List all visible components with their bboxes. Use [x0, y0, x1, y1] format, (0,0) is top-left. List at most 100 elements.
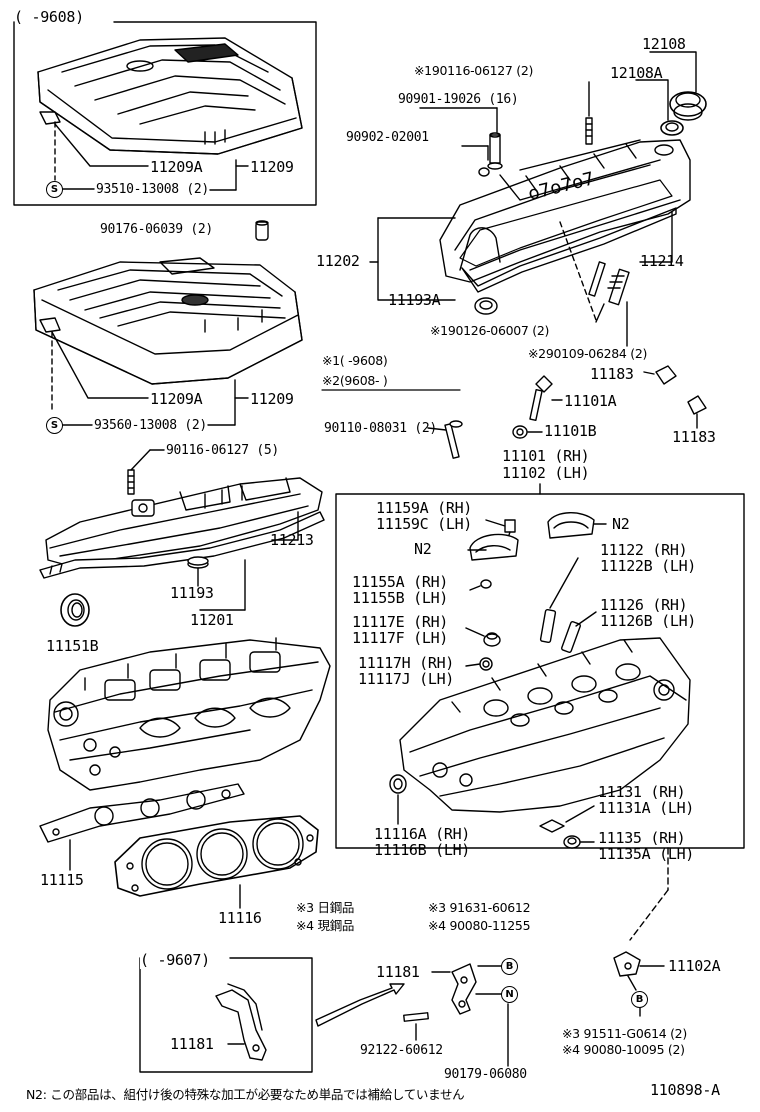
part-11193: 11193: [170, 584, 214, 602]
part-11155A: 11155A (RH): [352, 573, 449, 591]
part-11213: 11213: [270, 531, 314, 549]
box-top-range: ( -9608): [14, 8, 84, 26]
bracket-11102A: [613, 951, 641, 977]
part-12108: 12108: [642, 35, 686, 53]
part-90116-5: 90116-06127 (5): [166, 443, 279, 458]
part-11122: 11122 (RH): [600, 541, 688, 559]
valve-keepers-11183: [655, 365, 707, 415]
part-11181-a: 11181: [376, 963, 420, 981]
valve-parts: [469, 512, 595, 671]
engine-hanger-11181: [403, 963, 477, 1022]
part-11201: 11201: [190, 611, 234, 629]
part-11155B: 11155B (LH): [352, 589, 449, 607]
box-cylinder-head-rh: [335, 493, 745, 849]
oil-seal-11151B: [60, 593, 90, 627]
part-11151B: 11151B: [46, 637, 99, 655]
part-11126: 11126 (RH): [600, 596, 688, 614]
part-n2-b: N2: [414, 540, 432, 558]
part-91631: ※3 91631-60612: [428, 900, 531, 915]
part-11135A: 11135A (LH): [598, 845, 695, 863]
part-11117E: 11117E (RH): [352, 613, 449, 631]
part-11101: 11101 (RH): [502, 447, 590, 465]
cylinder-head-rh: [399, 637, 691, 813]
part-190116: ※190116-06127 (2): [414, 63, 534, 78]
note-4-jp: ※4 現鋼品: [296, 918, 355, 933]
cylinder-head-lh: [47, 637, 331, 791]
manifold-gasket-11115: [39, 783, 245, 843]
part-11209A-top: 11209A: [150, 158, 203, 176]
note-1: ※1( -9608): [322, 353, 388, 368]
head-cover-gasket-rh: [459, 179, 677, 293]
box-top-left: [13, 21, 317, 206]
part-11126B: 11126B (LH): [600, 612, 697, 630]
part-93510: 93510-13008 (2): [96, 182, 209, 197]
head-gasket-11116: [114, 815, 319, 897]
part-11131: 11131 (RH): [598, 783, 686, 801]
part-11116: 11116: [218, 909, 262, 927]
part-11202: 11202: [316, 252, 360, 270]
part-90179: 90179-06080: [444, 1067, 527, 1082]
part-11131A: 11131A (LH): [598, 799, 695, 817]
seal-11116A: [389, 774, 407, 794]
circle-s-2: S: [46, 417, 63, 434]
part-92122: 92122-60612: [360, 1043, 443, 1058]
plug-tube-seal-11193: [187, 556, 209, 569]
part-11135: 11135 (RH): [598, 829, 686, 847]
head-cover-gasket-lh: [39, 511, 325, 579]
engine-cover-upper: [37, 37, 303, 155]
box-bottom-range: ( -9607): [140, 951, 212, 969]
part-11101A: 11101A: [564, 392, 617, 410]
part-11159A: 11159A (RH): [376, 499, 473, 517]
part-90176: 90176-06039 (2): [100, 222, 213, 237]
note-3-jp: ※3 日鋼品: [296, 900, 355, 915]
part-290109: ※290109-06284 (2): [528, 346, 648, 361]
part-11115: 11115: [40, 871, 84, 889]
part-n2-a: N2: [612, 515, 630, 533]
footnote-n2: N2: この部品は、組付け後の特殊な加工が必要なため単品では補給していません: [26, 1087, 465, 1102]
part-11183-a: 11183: [590, 365, 634, 383]
part-11209A-mid: 11209A: [150, 390, 203, 408]
part-11117H: 11117H (RH): [358, 654, 455, 672]
part-11116B: 11116B (LH): [374, 841, 471, 859]
grommet-and-bolt-rh: [478, 132, 503, 177]
part-11116A: 11116A (RH): [374, 825, 471, 843]
studs-rh: [588, 261, 630, 306]
part-90902: 90902-02001: [346, 130, 429, 145]
part-11102A: 11102A: [668, 957, 721, 975]
part-90901: 90901-19026 (16): [398, 92, 519, 107]
part-11102: 11102 (LH): [502, 464, 590, 482]
note-2: ※2(9608- ): [322, 373, 388, 388]
part-90080-10095: ※4 90080-10095 (2): [562, 1042, 685, 1057]
part-11181-b: 11181: [170, 1035, 214, 1053]
spacer-90176: [255, 220, 269, 241]
head-cover-lh: [45, 469, 323, 567]
part-90110: 90110-08031 (2): [324, 421, 437, 436]
part-12108A: 12108A: [610, 64, 663, 82]
part-11122B: 11122B (LH): [600, 557, 697, 575]
part-11209-top: 11209: [250, 158, 294, 176]
part-11159C: 11159C (LH): [376, 515, 473, 533]
circle-b-1: B: [501, 958, 518, 975]
engine-cover-middle: [33, 257, 303, 385]
part-11214: 11214: [640, 252, 684, 270]
oil-filler-cap: [660, 91, 707, 136]
stud-190116: [585, 117, 593, 145]
part-11183-b: 11183: [672, 428, 716, 446]
plug-seal-11193A: [474, 297, 498, 315]
part-11193A: 11193A: [388, 291, 441, 309]
part-90080-11255: ※4 90080-11255: [428, 918, 531, 933]
part-190126: ※190126-06007 (2): [430, 323, 550, 338]
part-11101B: 11101B: [544, 422, 597, 440]
part-11117J: 11117J (LH): [358, 670, 455, 688]
engine-hanger-old: [215, 983, 267, 1061]
part-11209-mid: 11209: [250, 390, 294, 408]
diagram-code: 110898-A: [650, 1081, 720, 1099]
plug-11131-11135: [539, 819, 581, 849]
circle-s-1: S: [46, 181, 63, 198]
head-bolts: [444, 375, 553, 459]
part-11117F: 11117F (LH): [352, 629, 449, 647]
part-93560: 93560-13008 (2): [94, 418, 207, 433]
circle-b-2: B: [631, 991, 648, 1008]
